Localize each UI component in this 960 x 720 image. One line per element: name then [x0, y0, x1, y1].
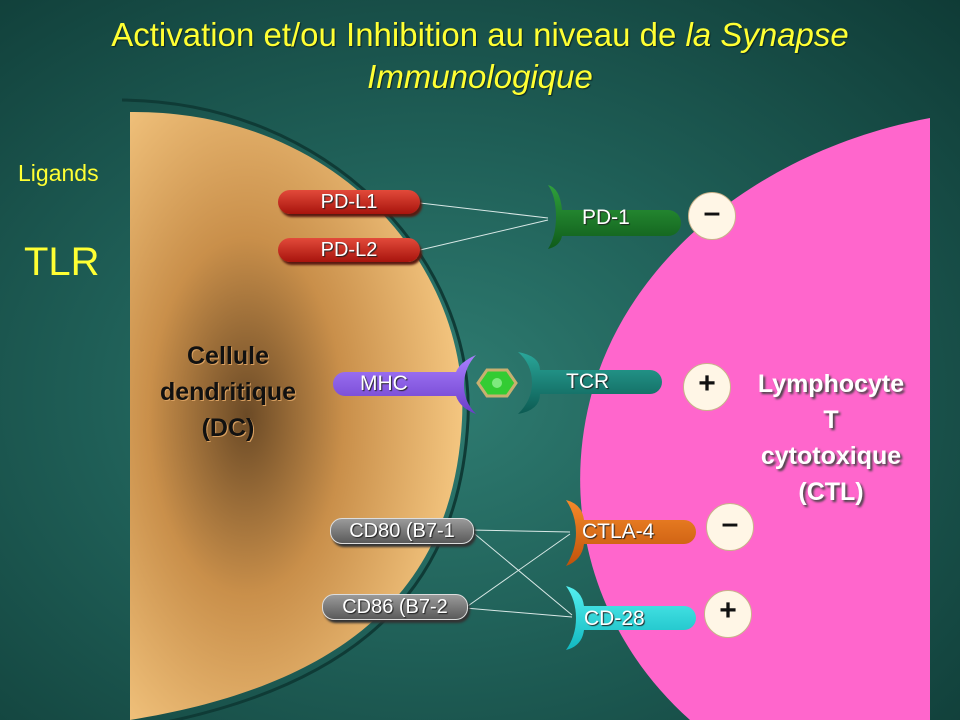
ctl-cell — [580, 118, 930, 720]
dc-label: Cellule dendritique (DC) — [128, 338, 328, 446]
pdl2-ligand: PD-L2 — [278, 238, 420, 262]
cd86-ligand: CD86 (B7-2 — [322, 594, 468, 620]
tcr-receptor — [518, 352, 662, 414]
cd28-label: CD-28 — [584, 607, 645, 630]
mhc-molecule — [333, 355, 476, 414]
dendritic-cell — [130, 111, 463, 720]
pd1-label: PD-1 — [582, 206, 630, 229]
slide-title: Activation et/ou Inhibition au niveau de… — [0, 14, 960, 98]
title-italic-1: la Synapse — [685, 16, 849, 53]
cd28-receptor — [566, 586, 696, 650]
pd1-receptor — [548, 185, 681, 249]
interaction-lines — [419, 202, 573, 618]
ctl-label-line2: T — [823, 406, 839, 434]
dc-label-line2: dendritique — [159, 378, 297, 406]
ctl-label-line1: Lymphocyte — [757, 370, 905, 398]
tcr-label: TCR — [566, 370, 610, 393]
dendritic-cell-membrane — [121, 98, 470, 720]
tcr-activation-sign: + — [683, 363, 731, 411]
ctla4-inhibition-sign: – — [706, 503, 754, 551]
ctl-label-line4: (CTL) — [798, 478, 864, 506]
dc-label-line3: (DC) — [201, 414, 255, 442]
title-italic-2: Immunologique — [367, 58, 593, 95]
mhc-label: MHC — [360, 372, 408, 395]
pdl1-ligand: PD-L1 — [278, 190, 420, 214]
dc-label-line1: Cellule — [187, 342, 269, 370]
ctla4-label: CTLA-4 — [582, 520, 655, 543]
tlr-label: TLR — [24, 240, 100, 284]
cd28-activation-sign: + — [704, 590, 752, 638]
ctla4-receptor — [566, 500, 696, 566]
title-text: Activation et/ou Inhibition au niveau de — [111, 16, 686, 53]
cd80-ligand: CD80 (B7-1 — [330, 518, 474, 544]
antigen-highlight — [492, 378, 502, 388]
ctl-label-line3: cytotoxique — [760, 442, 902, 470]
ligands-label: Ligands — [18, 160, 99, 186]
pd1-inhibition-sign: – — [688, 192, 736, 240]
ctl-label: Lymphocyte T cytotoxique (CTL) — [726, 366, 936, 510]
